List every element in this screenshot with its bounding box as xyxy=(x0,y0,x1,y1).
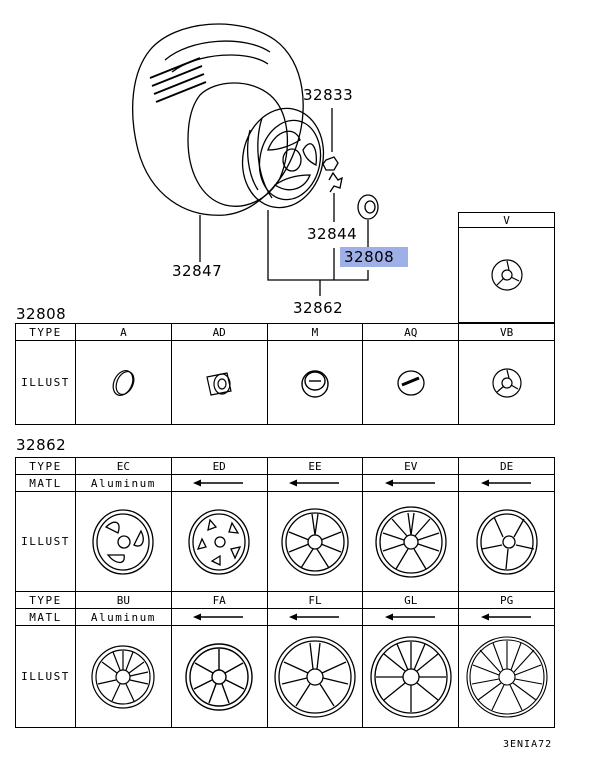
matl-gl xyxy=(362,608,460,626)
type-ee: EE xyxy=(266,457,364,475)
type-gl: GL xyxy=(362,591,460,609)
wheel-cap-v-icon xyxy=(490,259,523,291)
illust-vb xyxy=(458,340,555,425)
wheel-fl-icon xyxy=(274,635,356,718)
matl-bu: Aluminum xyxy=(75,608,172,626)
exploded-wheel-illustration xyxy=(131,23,379,296)
cap-m-icon xyxy=(301,369,329,398)
v-illust xyxy=(458,227,555,323)
type-fa: FA xyxy=(170,591,268,609)
cap-aq-icon xyxy=(397,369,425,396)
illust-fl xyxy=(266,625,364,728)
cap-a-icon xyxy=(112,369,135,396)
type-header-1: TYPE xyxy=(15,457,76,475)
type-m: M xyxy=(266,323,364,341)
type-a: A xyxy=(75,323,172,341)
same-as-left-arrow-icon xyxy=(193,479,244,487)
matl-pg xyxy=(458,608,555,626)
table-32862: TYPE EC ED EE EV DE MATL Aluminum ILLUST xyxy=(15,457,555,728)
illust-a xyxy=(75,340,172,425)
wheel-ev-icon xyxy=(375,505,447,578)
wheel-pg-icon xyxy=(466,635,548,718)
type-fl: FL xyxy=(266,591,364,609)
matl-ec: Aluminum xyxy=(75,474,172,492)
illust-ev xyxy=(362,491,460,592)
type-header-2: TYPE xyxy=(15,591,76,609)
matl-de xyxy=(458,474,555,492)
matl-ed xyxy=(170,474,268,492)
same-as-left-arrow-icon xyxy=(384,613,435,621)
illust-header-1: ILLUST xyxy=(15,491,76,592)
matl-header-1: MATL xyxy=(15,474,76,492)
cap-ad-icon xyxy=(206,371,232,396)
illust-ad xyxy=(170,340,268,425)
illust-m xyxy=(266,340,364,425)
wheel-ed-icon xyxy=(188,508,250,575)
table1-title: 32808 xyxy=(16,305,67,323)
same-as-left-arrow-icon xyxy=(193,613,244,621)
illust-gl xyxy=(362,625,460,728)
matl-header-2: MATL xyxy=(15,608,76,626)
wheel-de-icon xyxy=(475,508,538,575)
illust-ec xyxy=(75,491,172,592)
illust-pg xyxy=(458,625,555,728)
callout-32847: 32847 xyxy=(172,262,223,280)
type-aq: AQ xyxy=(362,323,460,341)
matl-fl xyxy=(266,608,364,626)
illust-de xyxy=(458,491,555,592)
matl-fa xyxy=(170,608,268,626)
same-as-left-arrow-icon xyxy=(384,479,435,487)
same-as-left-arrow-icon xyxy=(288,479,339,487)
type-de: DE xyxy=(458,457,555,475)
illust-header-2: ILLUST xyxy=(15,625,76,728)
type-ed: ED xyxy=(170,457,268,475)
callout-32808-highlighted[interactable]: 32808 xyxy=(340,247,408,267)
matl-ev xyxy=(362,474,460,492)
wheel-ee-icon xyxy=(281,507,349,576)
table2-title: 32862 xyxy=(16,436,67,454)
illust-ed xyxy=(170,491,268,592)
illust-fa xyxy=(170,625,268,728)
v-label: V xyxy=(458,212,555,228)
table-32808: TYPE A AD M AQ VB ILLUST xyxy=(15,323,555,425)
matl-ee xyxy=(266,474,364,492)
type-ad: AD xyxy=(170,323,268,341)
v-box: V xyxy=(458,212,555,323)
type-ec: EC xyxy=(75,457,172,475)
type-bu: BU xyxy=(75,591,172,609)
wheel-gl-icon xyxy=(370,635,452,718)
wheel-bu-icon xyxy=(91,644,155,709)
illust-ee xyxy=(266,491,364,592)
type-pg: PG xyxy=(458,591,555,609)
illust-aq xyxy=(362,340,460,425)
callout-32844: 32844 xyxy=(307,225,358,243)
type-ev: EV xyxy=(362,457,460,475)
callout-32833: 32833 xyxy=(303,86,354,104)
callout-32862: 32862 xyxy=(293,299,344,317)
diagram-code: 3ENIA72 xyxy=(503,739,553,750)
same-as-left-arrow-icon xyxy=(288,613,339,621)
illust-header: ILLUST xyxy=(15,340,76,425)
type-header: TYPE xyxy=(15,323,76,341)
cap-vb-icon xyxy=(491,367,522,398)
same-as-left-arrow-icon xyxy=(480,613,531,621)
illust-bu xyxy=(75,625,172,728)
wheel-ec-icon xyxy=(92,508,155,575)
type-vb: VB xyxy=(458,323,555,341)
same-as-left-arrow-icon xyxy=(480,479,531,487)
wheel-fa-icon xyxy=(185,642,253,711)
